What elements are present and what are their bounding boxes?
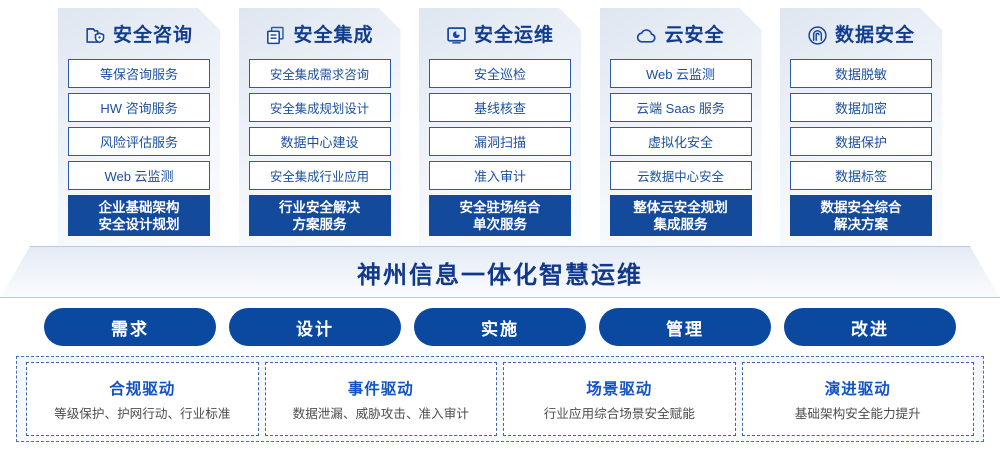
service-item[interactable]: 云数据中心安全 bbox=[610, 161, 752, 190]
service-item[interactable]: 安全巡检 bbox=[429, 59, 571, 88]
pill-improvement[interactable]: 改进 bbox=[784, 308, 956, 346]
service-item[interactable]: 漏洞扫描 bbox=[429, 127, 571, 156]
fingerprint-icon bbox=[807, 25, 828, 46]
column-cloud-security: 云安全 Web 云监测 云端 Saas 服务 虚拟化安全 云数据中心安全 整体云… bbox=[600, 8, 762, 246]
column-header: 安全咨询 bbox=[68, 18, 210, 52]
driver-subtext: 基础架构安全能力提升 bbox=[794, 406, 921, 421]
service-item[interactable]: 数据保护 bbox=[790, 127, 932, 156]
column-highlight[interactable]: 整体云安全规划 集成服务 bbox=[610, 195, 752, 236]
service-item[interactable]: 等保咨询服务 bbox=[68, 59, 210, 88]
service-item[interactable]: 风险评估服务 bbox=[68, 127, 210, 156]
column-title: 云安全 bbox=[664, 24, 725, 46]
column-security-integration: 安全集成 安全集成需求咨询 安全集成规划设计 数据中心建设 安全集成行业应用 行… bbox=[239, 8, 401, 246]
service-columns: 安全咨询 等保咨询服务 HW 咨询服务 风险评估服务 Web 云监测 企业基础架… bbox=[0, 8, 1000, 246]
driver-subtext: 行业应用综合场景安全赋能 bbox=[543, 406, 695, 421]
stacked-documents-icon bbox=[265, 25, 286, 46]
highlight-line: 企业基础架构 bbox=[98, 199, 180, 215]
highlight-line: 数据安全综合 bbox=[820, 199, 902, 215]
driver-subtext: 数据泄漏、威胁攻击、准入审计 bbox=[292, 406, 469, 421]
service-item[interactable]: 准入审计 bbox=[429, 161, 571, 190]
banner-shape bbox=[0, 246, 1000, 298]
service-item[interactable]: 安全集成需求咨询 bbox=[249, 59, 391, 88]
pill-management[interactable]: 管理 bbox=[599, 308, 771, 346]
highlight-line: 整体云安全规划 bbox=[633, 199, 728, 215]
driver-card-scenario[interactable]: 场景驱动 行业应用综合场景安全赋能 bbox=[503, 362, 736, 436]
driver-card-evolution[interactable]: 演进驱动 基础架构安全能力提升 bbox=[741, 362, 974, 436]
folder-shield-icon bbox=[85, 25, 106, 46]
column-data-security: 数据安全 数据脱敏 数据加密 数据保护 数据标签 数据安全综合 解决方案 bbox=[780, 8, 942, 246]
highlight-line: 解决方案 bbox=[834, 216, 888, 232]
pill-implementation[interactable]: 实施 bbox=[414, 308, 586, 346]
driver-subtext: 等级保护、护网行动、行业标准 bbox=[54, 406, 231, 421]
driver-card-incident[interactable]: 事件驱动 数据泄漏、威胁攻击、准入审计 bbox=[264, 362, 497, 436]
column-title: 安全运维 bbox=[473, 24, 554, 46]
driver-heading: 事件驱动 bbox=[347, 380, 414, 398]
column-header: 安全集成 bbox=[249, 18, 391, 52]
column-header: 安全运维 bbox=[429, 18, 571, 52]
column-highlight[interactable]: 企业基础架构 安全设计规划 bbox=[68, 195, 210, 236]
highlight-line: 安全设计规划 bbox=[98, 216, 180, 232]
drivers-container: 合规驱动 等级保护、护网行动、行业标准 事件驱动 数据泄漏、威胁攻击、准入审计 … bbox=[16, 356, 984, 442]
driver-heading: 演进驱动 bbox=[824, 380, 891, 398]
highlight-line: 行业安全解决 bbox=[279, 199, 360, 215]
service-item[interactable]: 安全集成行业应用 bbox=[249, 161, 391, 190]
service-item[interactable]: 安全集成规划设计 bbox=[249, 93, 391, 122]
service-item[interactable]: 数据加密 bbox=[790, 93, 932, 122]
banner-title: 神州信息一体化智慧运维 bbox=[357, 261, 643, 289]
platform-banner: 神州信息一体化智慧运维 bbox=[0, 246, 1000, 298]
highlight-line: 方案服务 bbox=[292, 216, 347, 232]
pill-design[interactable]: 设计 bbox=[229, 308, 401, 346]
column-title: 安全集成 bbox=[293, 24, 374, 46]
service-item[interactable]: 数据中心建设 bbox=[249, 127, 391, 156]
driver-heading: 合规驱动 bbox=[109, 380, 176, 398]
service-item[interactable]: 基线核查 bbox=[429, 93, 571, 122]
driver-heading: 场景驱动 bbox=[586, 380, 653, 398]
service-item[interactable]: 虚拟化安全 bbox=[610, 127, 752, 156]
column-title: 数据安全 bbox=[834, 24, 915, 46]
service-item[interactable]: Web 云监测 bbox=[68, 161, 210, 190]
column-highlight[interactable]: 行业安全解决 方案服务 bbox=[249, 195, 391, 236]
service-item[interactable]: 数据标签 bbox=[790, 161, 932, 190]
highlight-line: 单次服务 bbox=[473, 216, 527, 232]
column-highlight[interactable]: 数据安全综合 解决方案 bbox=[790, 195, 932, 236]
service-item[interactable]: 云端 Saas 服务 bbox=[610, 93, 752, 122]
lifecycle-pills: 需求 设计 实施 管理 改进 bbox=[0, 308, 1000, 348]
column-header: 数据安全 bbox=[790, 18, 932, 52]
monitor-chart-icon bbox=[446, 25, 467, 46]
highlight-line: 集成服务 bbox=[653, 216, 708, 232]
service-item[interactable]: HW 咨询服务 bbox=[68, 93, 210, 122]
driver-card-compliance[interactable]: 合规驱动 等级保护、护网行动、行业标准 bbox=[26, 362, 259, 436]
pill-requirements[interactable]: 需求 bbox=[44, 308, 216, 346]
column-security-operations: 安全运维 安全巡检 基线核查 漏洞扫描 准入审计 安全驻场结合 单次服务 bbox=[419, 8, 581, 246]
column-highlight[interactable]: 安全驻场结合 单次服务 bbox=[429, 195, 571, 236]
highlight-line: 安全驻场结合 bbox=[459, 199, 541, 215]
column-security-consulting: 安全咨询 等保咨询服务 HW 咨询服务 风险评估服务 Web 云监测 企业基础架… bbox=[58, 8, 220, 246]
service-item[interactable]: Web 云监测 bbox=[610, 59, 752, 88]
cloud-icon bbox=[636, 25, 657, 46]
column-header: 云安全 bbox=[610, 18, 752, 52]
service-item[interactable]: 数据脱敏 bbox=[790, 59, 932, 88]
column-title: 安全咨询 bbox=[112, 24, 193, 46]
